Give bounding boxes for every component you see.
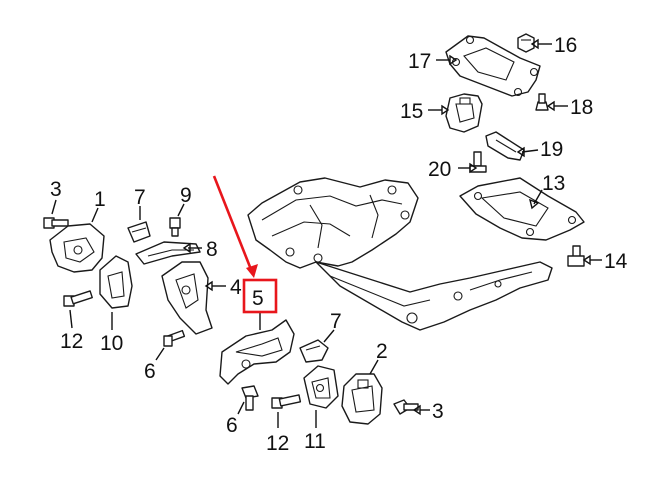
label-15: 15 — [400, 100, 423, 123]
highlight-callout — [212, 175, 278, 314]
label-13: 13 — [542, 172, 565, 195]
label-3-top: 3 — [50, 178, 62, 201]
part-19-bracket — [485, 131, 525, 161]
leader-3a — [51, 199, 57, 215]
label-6-lower: 6 — [226, 414, 238, 437]
label-16: 16 — [554, 34, 577, 57]
highlight-box — [242, 278, 278, 314]
part-2-mount — [341, 373, 383, 425]
leader-7b — [323, 329, 335, 343]
part-12-bolt-left — [63, 290, 93, 307]
part-13-plate — [459, 177, 585, 241]
leader-6a — [155, 347, 165, 361]
part-5-bracket — [219, 319, 295, 385]
part-17-mount — [445, 35, 541, 97]
part-3-bolt-right — [393, 399, 419, 415]
part-9-bolt — [169, 217, 181, 237]
part-7-block-lower — [299, 339, 329, 363]
part-7-block-top — [127, 221, 151, 243]
label-10: 10 — [100, 332, 123, 355]
part-6-bolt-lower — [241, 385, 259, 411]
label-4: 4 — [230, 276, 242, 299]
label-3-lower: 3 — [432, 400, 444, 423]
part-18-bolt — [535, 93, 549, 111]
highlight-arrowhead — [246, 264, 258, 278]
label-6-left: 6 — [144, 360, 156, 383]
label-12-left: 12 — [60, 330, 83, 353]
part-10-bracket — [99, 255, 133, 309]
part-20-bolt — [469, 151, 487, 173]
label-5: 5 — [252, 287, 264, 310]
part-labels: 17 16 15 18 19 20 13 14 3 1 7 9 8 4 5 12… — [50, 34, 628, 455]
label-12-lower: 12 — [266, 432, 289, 455]
label-18: 18 — [570, 96, 593, 119]
label-14: 14 — [604, 250, 628, 273]
part-3-bolt-left — [43, 217, 69, 229]
label-7-lower: 7 — [330, 310, 342, 333]
part-12-bolt-lower — [271, 394, 302, 409]
part-15-mount — [445, 93, 483, 133]
subframe — [247, 177, 553, 331]
label-11: 11 — [304, 430, 326, 453]
label-8: 8 — [206, 238, 218, 261]
part-1-bracket — [49, 223, 105, 273]
part-16-nut — [517, 33, 535, 53]
leader-2 — [369, 359, 379, 375]
label-19: 19 — [540, 138, 563, 161]
leader-9 — [177, 203, 185, 217]
leader-12a — [69, 309, 73, 329]
part-6-bolt-left — [163, 329, 186, 347]
highlight-arrow — [212, 175, 254, 273]
leader-6b — [237, 401, 245, 415]
label-9: 9 — [180, 184, 192, 207]
leader-lines — [51, 38, 602, 428]
leader-1 — [91, 207, 99, 223]
label-2: 2 — [376, 340, 388, 363]
label-20: 20 — [428, 158, 451, 181]
part-4-bracket — [161, 261, 213, 335]
label-7-top: 7 — [134, 186, 146, 209]
part-14-bolt — [567, 245, 585, 267]
label-1: 1 — [94, 188, 106, 211]
label-17: 17 — [408, 50, 431, 73]
part-11-bracket — [303, 365, 339, 409]
